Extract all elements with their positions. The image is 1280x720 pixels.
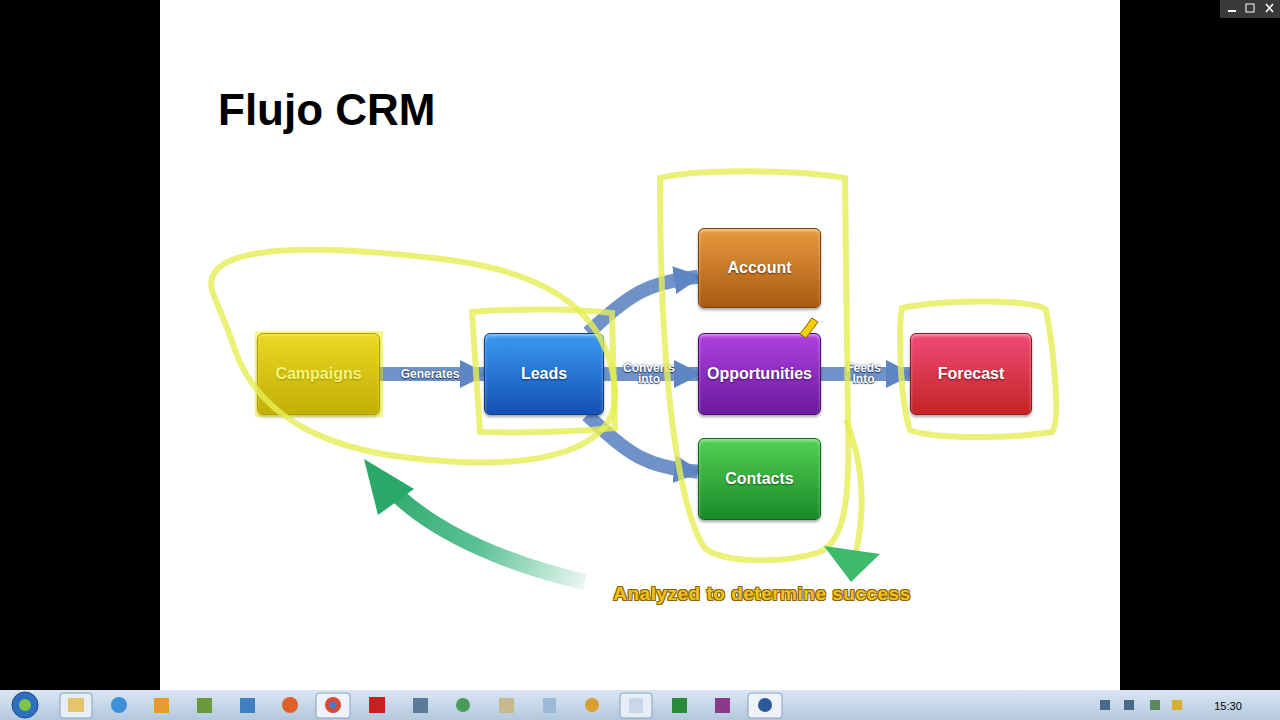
- filezilla-icon: [369, 697, 385, 713]
- feedback-arrow-head: [364, 459, 414, 515]
- contact-box: Contacts: [698, 438, 821, 520]
- flow-arrow: [380, 367, 484, 381]
- note-text: Analyzed to determine success: [613, 583, 911, 605]
- ie-icon: [111, 697, 127, 713]
- close-symbol: [1266, 4, 1273, 12]
- chrome-center: [330, 702, 337, 709]
- firefox-icon: [282, 697, 298, 713]
- tray-icon: [1172, 700, 1182, 710]
- folder-icon: [68, 698, 84, 712]
- feedback-arrow: [398, 496, 585, 582]
- chrome-icon: [325, 697, 341, 713]
- taskbar-button: [316, 693, 350, 718]
- notes-icon: [197, 698, 212, 713]
- flow-arrow: [588, 277, 698, 333]
- box-label: Forecast: [938, 365, 1005, 383]
- highlight-loop: [660, 171, 848, 560]
- box-label: Campaigns: [275, 365, 361, 383]
- opportunity-box: Opportunities: [698, 333, 821, 415]
- app-icon: [240, 698, 255, 713]
- app-icon: [413, 698, 428, 713]
- highlight-stroke: [846, 420, 862, 552]
- media-icon: [154, 698, 169, 713]
- tray-icon: [1100, 700, 1110, 710]
- app-icon: [758, 698, 772, 712]
- account-box: Account: [698, 228, 821, 308]
- window-controls: [1220, 0, 1280, 18]
- excel-icon: [672, 698, 687, 713]
- arrow-label: Feeds Into: [844, 363, 884, 385]
- tray-icon: [1150, 700, 1160, 710]
- app-icon: [629, 698, 643, 713]
- taskbar-button: [748, 693, 782, 718]
- app-icon: [499, 698, 514, 713]
- minimize-symbol: [1228, 10, 1236, 12]
- campaign-box: Campaigns: [257, 333, 380, 415]
- arrow-label: Generates: [395, 369, 465, 380]
- highlight-fill: [255, 331, 383, 417]
- taskbar-button: [620, 693, 652, 718]
- app-icon: [456, 698, 470, 712]
- box-label: Account: [728, 259, 792, 277]
- forecast-box: Forecast: [910, 333, 1032, 415]
- highlight-loop: [211, 250, 615, 463]
- slide-title: Flujo CRM: [218, 86, 436, 134]
- box-label: Opportunities: [707, 365, 812, 383]
- app-icon: [543, 698, 556, 713]
- down-arrow-head: [824, 546, 880, 582]
- lead-box: Leads: [484, 333, 604, 415]
- taskbar-button: [60, 693, 92, 718]
- app-icon: [715, 698, 730, 713]
- box-label: Contacts: [725, 470, 793, 488]
- highlight-loop: [472, 309, 615, 432]
- clock-time: 15:30: [1214, 700, 1242, 712]
- flow-arrow: [587, 415, 698, 472]
- tray-icon: [1124, 700, 1134, 710]
- start-logo: [19, 699, 31, 711]
- highlight-loop: [900, 301, 1056, 437]
- taskbar: [0, 690, 1280, 720]
- start-button: [12, 692, 38, 718]
- box-label: Leads: [521, 365, 567, 383]
- taskbar-icons: [60, 693, 1182, 718]
- maximize-symbol: [1246, 4, 1254, 12]
- app-icon: [585, 698, 599, 712]
- arrow-label: Converts into: [618, 363, 680, 385]
